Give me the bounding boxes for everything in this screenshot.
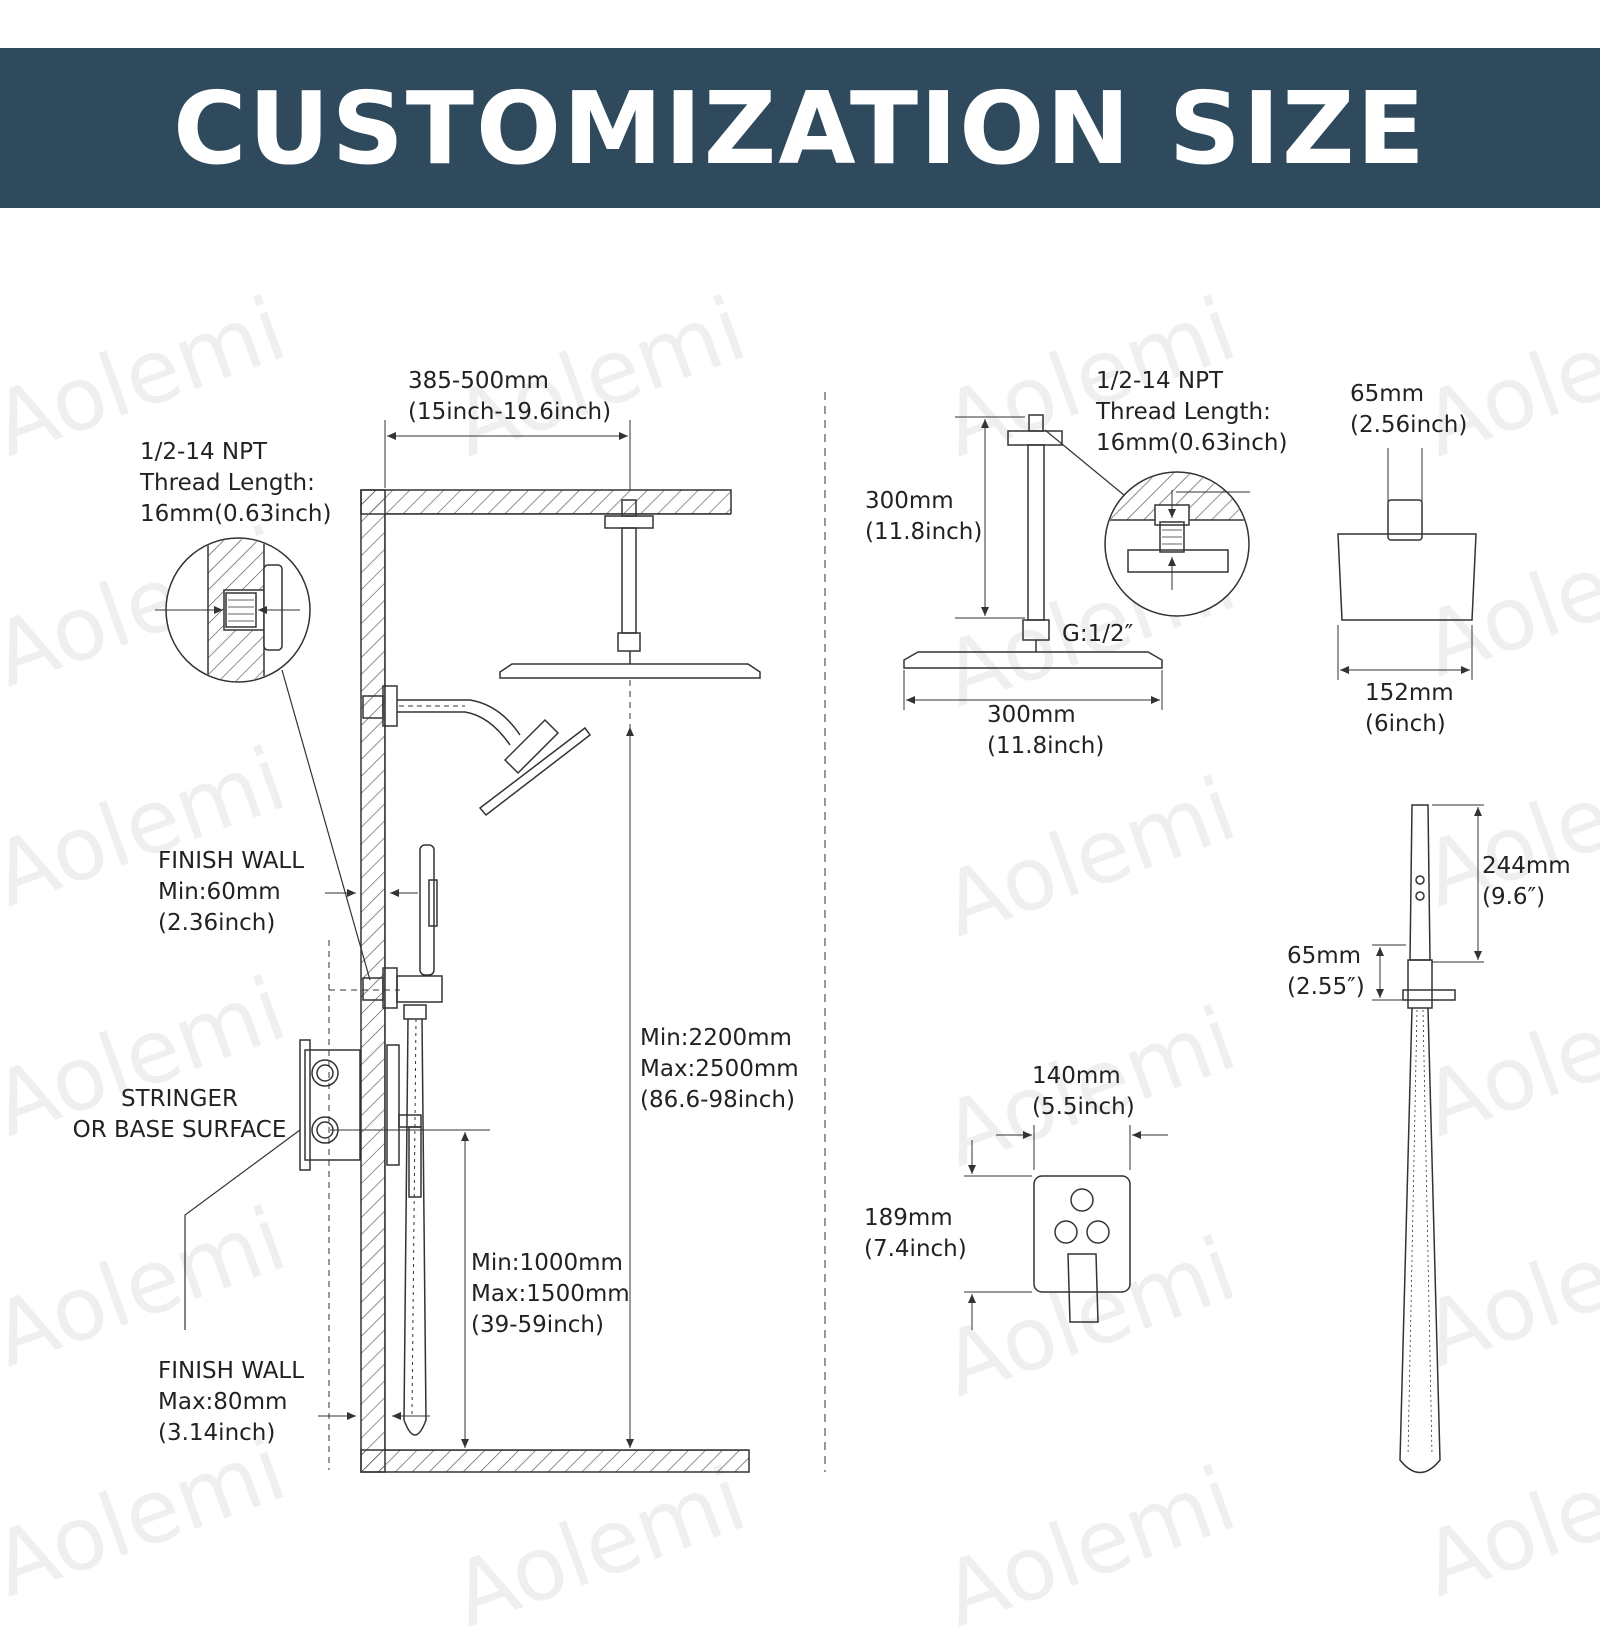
head-side-view [1337,448,1477,621]
head-side-bottom-label: 152mm (6inch) [1365,680,1454,737]
valve-plate-height-label: 189mm (7.4inch) [864,1205,967,1262]
handheld-length-label: 244mm (9.6″) [1482,853,1571,910]
floor-slab [360,1449,750,1473]
page-title: CUSTOMIZATION SIZE [173,69,1427,187]
valve-height-label: Min:1000mm Max:1500mm (39-59inch) [471,1250,630,1338]
valve-body [299,1039,422,1198]
wall-hand-shower [362,844,443,1436]
ceiling-rain-shower [499,499,761,679]
wall-section [360,489,386,1473]
head-width-label: 300mm (11.8inch) [987,702,1105,759]
finish-wall-max-label: FINISH WALL Max:80mm (3.14inch) [158,1358,305,1446]
thread-detail-left [155,537,371,981]
thread-detail-right [1104,471,1250,617]
arm-length-label: 385-500mm (15inch-19.6inch) [408,368,612,425]
valve-width-label: 140mm (5.5inch) [1032,1063,1135,1120]
finish-wall-min-label: FINISH WALL Min:60mm (2.36inch) [158,848,305,936]
installation-diagram [155,392,1484,1474]
handheld-shower [1399,804,1456,1474]
stringer-label: STRINGER OR BASE SURFACE [72,1086,287,1143]
shower-height-label: Min:2200mm Max:2500mm (86.6-98inch) [640,1025,799,1113]
title-banner: CUSTOMIZATION SIZE [0,48,1600,208]
holder-length-label: 65mm (2.55″) [1287,943,1365,1000]
ceiling-arm-detail [903,414,1163,669]
arm-300-label: 300mm (11.8inch) [865,488,983,545]
valve-trim-plate [1033,1175,1131,1323]
thread-spec-left: 1/2-14 NPT Thread Length: 16mm(0.63inch) [140,439,332,527]
thread-spec-right: 1/2-14 NPT Thread Length: 16mm(0.63inch) [1096,368,1288,456]
head-side-top-label: 65mm (2.56inch) [1350,381,1468,438]
thread-g-label: G:1/2″ [1062,621,1134,647]
wall-arm-shower [362,685,592,817]
ceiling-slab [360,489,732,515]
